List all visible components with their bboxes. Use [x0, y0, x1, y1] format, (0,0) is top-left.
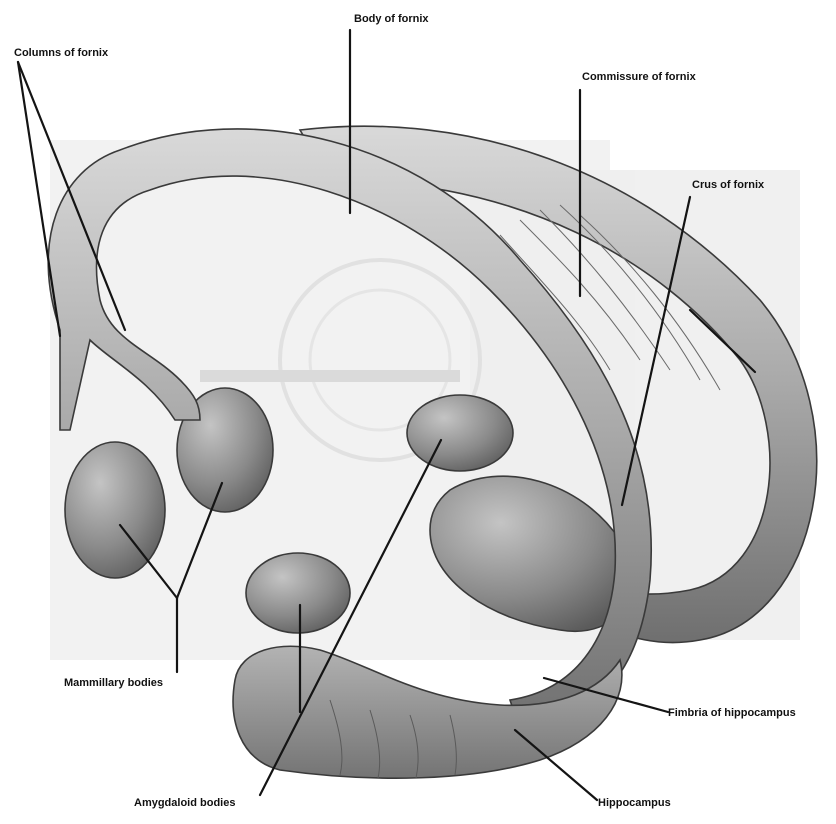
- label-crus-of-fornix: Crus of fornix: [692, 179, 765, 191]
- label-fimbria-of-hippocampus: Fimbria of hippocampus: [668, 707, 796, 719]
- mammillary-body-left: [65, 442, 165, 578]
- label-columns-of-fornix: Columns of fornix: [14, 47, 109, 59]
- label-hippocampus: Hippocampus: [598, 797, 671, 809]
- hippocampus-shape: [233, 646, 622, 778]
- label-commissure-of-fornix: Commissure of fornix: [582, 71, 697, 83]
- label-mammillary-bodies: Mammillary bodies: [64, 677, 163, 689]
- label-body-of-fornix: Body of fornix: [354, 13, 429, 25]
- amygdaloid-body-lower: [246, 553, 350, 633]
- amygdaloid-body-upper: [407, 395, 513, 471]
- label-amygdaloid-bodies: Amygdaloid bodies: [134, 797, 235, 809]
